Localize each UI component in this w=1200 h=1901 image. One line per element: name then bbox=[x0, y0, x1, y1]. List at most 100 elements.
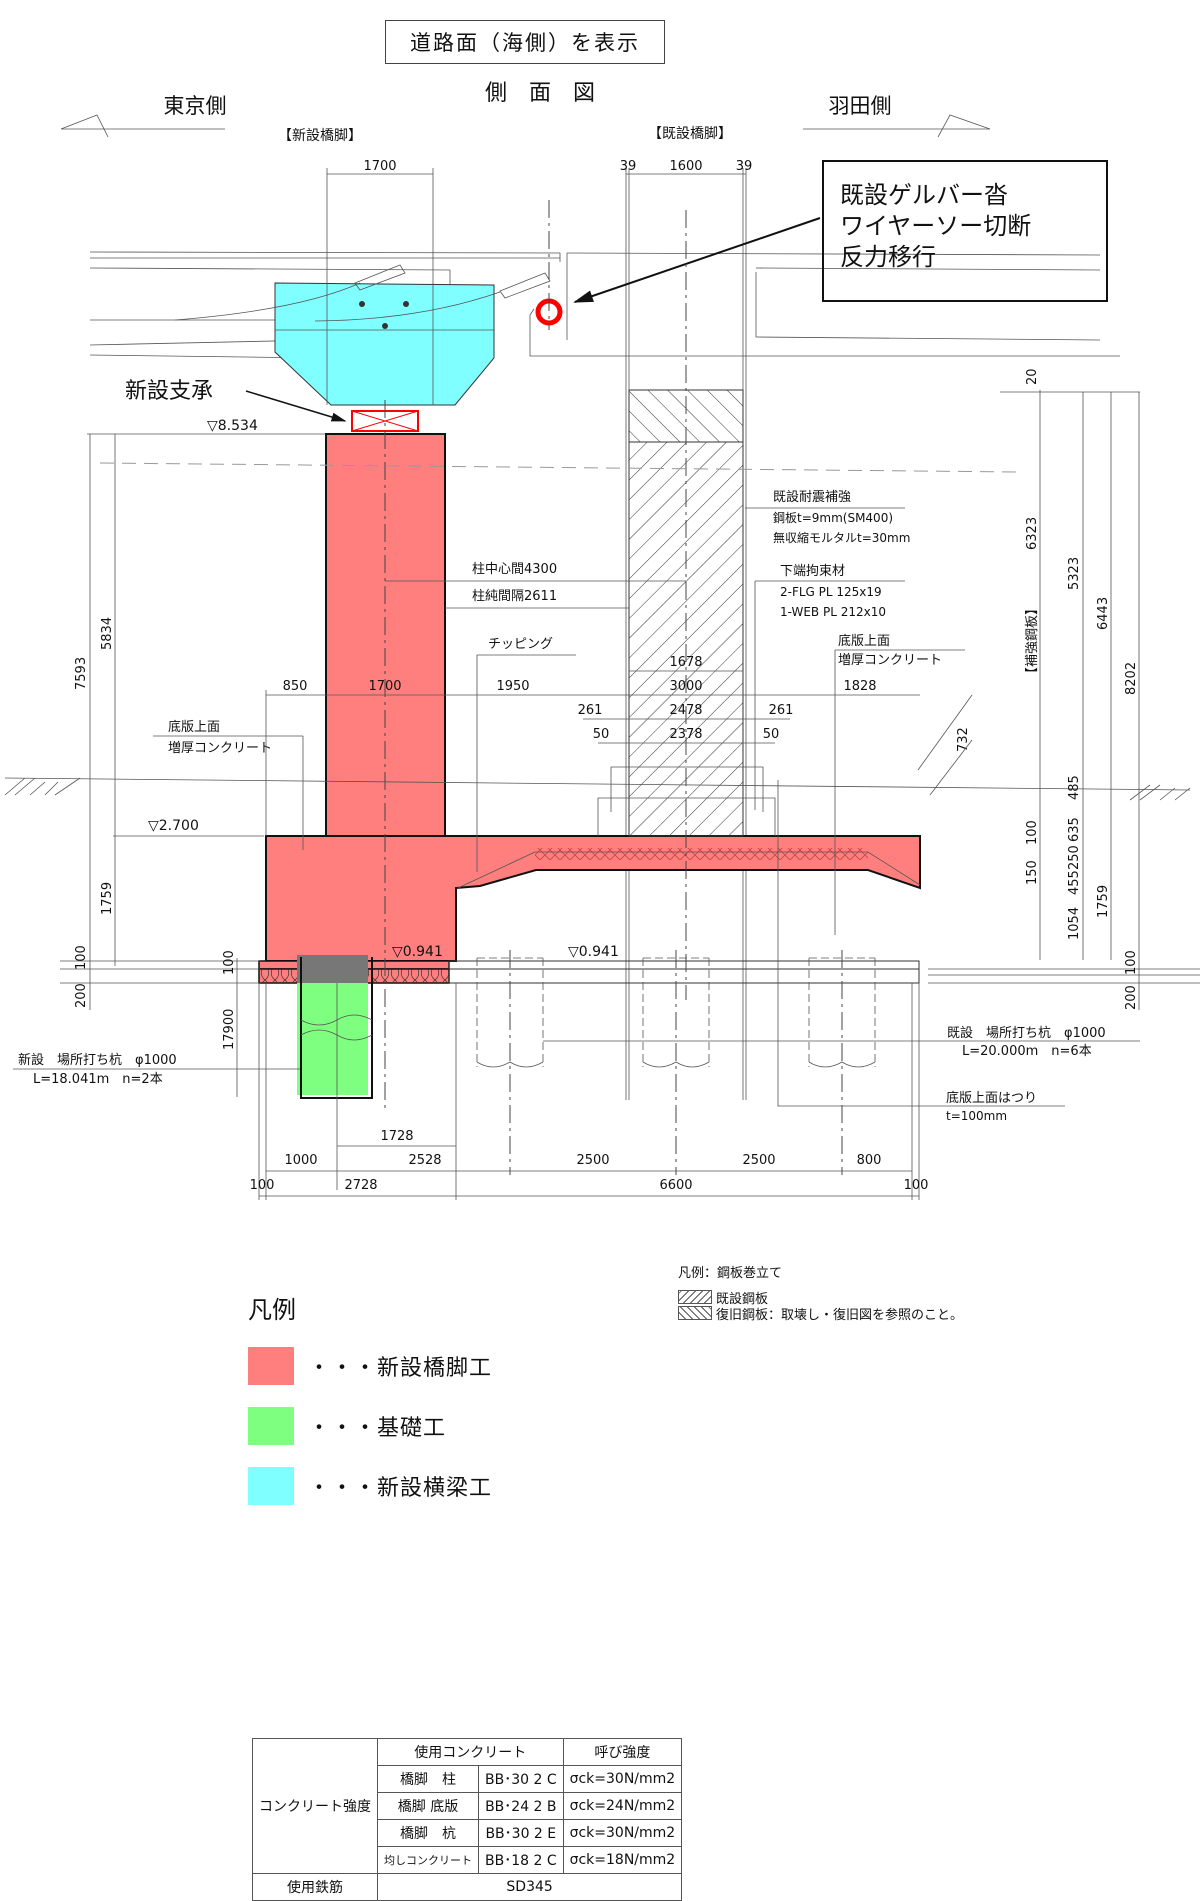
concrete-strength-table: コンクリート強度 使用コンクリート 呼び強度 橋脚 柱 BB･30 2 C σc… bbox=[252, 1738, 683, 1901]
svg-text:39: 39 bbox=[736, 159, 753, 174]
rebar-row: 使用鉄筋 SD345 bbox=[252, 1873, 683, 1901]
svg-text:底版上面はつり: 底版上面はつり bbox=[946, 1090, 1037, 1106]
svg-text:39: 39 bbox=[620, 159, 637, 174]
svg-text:1700: 1700 bbox=[363, 159, 396, 174]
dim-col-clear: 柱純間隔2611 bbox=[472, 589, 557, 604]
callout-arrow-gerber bbox=[573, 217, 821, 303]
svg-text:17900: 17900 bbox=[222, 1009, 237, 1050]
svg-text:100: 100 bbox=[1124, 950, 1139, 975]
svg-text:455: 455 bbox=[1067, 870, 1082, 895]
hatch-swatch-back bbox=[678, 1306, 712, 1320]
view-mode-label: 道路面（海側）を表示 bbox=[385, 20, 665, 64]
slab-top-note-left: 底版上面 増厚コンクリート bbox=[153, 719, 304, 850]
existing-pile-note: 既設 場所打ち杭 φ1000 L=20.000m n=6本 bbox=[543, 1025, 1140, 1059]
slab-chipping-note: 底版上面はつり t=100mm bbox=[777, 780, 1065, 1123]
svg-text:7593: 7593 bbox=[74, 657, 89, 690]
svg-text:下端拘束材: 下端拘束材 bbox=[780, 564, 845, 579]
elevation-base-right: ▽0.941 bbox=[568, 944, 619, 960]
dim-row-main: 850 1700 1950 1678 3000 2478 2378 261 26… bbox=[265, 655, 973, 836]
new-pile-note: 新設 場所打ち杭 φ1000 L=18.041m n=2本 bbox=[13, 1052, 300, 1087]
existing-pier-label: 【既設橋脚】 bbox=[648, 126, 732, 142]
svg-text:2378: 2378 bbox=[669, 727, 702, 742]
new-pier-label: 【新設橋脚】 bbox=[278, 128, 362, 144]
svg-text:485: 485 bbox=[1067, 775, 1082, 800]
hatch-legend: 凡例：鋼板巻立て 既設鋼板 復旧鋼板：取壊し・復旧図を参照のこと。 bbox=[678, 1262, 963, 1323]
tokyo-side-label: 東京側 bbox=[164, 94, 227, 118]
swatch-new-beam bbox=[248, 1467, 294, 1505]
svg-text:2478: 2478 bbox=[669, 703, 702, 718]
svg-text:6443: 6443 bbox=[1096, 597, 1111, 630]
hatch-swatch-forward bbox=[678, 1290, 712, 1304]
svg-text:1-WEB PL 212x10: 1-WEB PL 212x10 bbox=[780, 605, 886, 619]
svg-text:1700: 1700 bbox=[368, 679, 401, 694]
svg-text:20: 20 bbox=[1025, 368, 1040, 385]
svg-text:100: 100 bbox=[250, 1178, 275, 1193]
svg-text:6323: 6323 bbox=[1025, 517, 1040, 550]
svg-text:261: 261 bbox=[578, 703, 603, 718]
svg-text:635: 635 bbox=[1067, 817, 1082, 842]
top-dimension-new: 1700 bbox=[326, 159, 434, 300]
svg-text:L=18.041m n=2本: L=18.041m n=2本 bbox=[33, 1072, 163, 1087]
new-cross-beam bbox=[274, 282, 495, 406]
tokyo-direction-arrow bbox=[60, 114, 225, 138]
elevation-base-left: ▽0.941 bbox=[392, 944, 443, 960]
svg-text:底版上面: 底版上面 bbox=[838, 633, 890, 649]
svg-text:1759: 1759 bbox=[1096, 885, 1111, 918]
svg-text:1828: 1828 bbox=[843, 679, 876, 694]
svg-text:【補強鋼板】: 【補強鋼板】 bbox=[1025, 602, 1040, 680]
drawing-title: 側 面 図 bbox=[485, 81, 595, 106]
svg-text:50: 50 bbox=[593, 727, 610, 742]
svg-text:1728: 1728 bbox=[380, 1129, 413, 1144]
gerber-bearing-callout: 既設ゲルバー沓 ワイヤーソー切断 反力移行 bbox=[822, 160, 1108, 302]
svg-text:50: 50 bbox=[763, 727, 780, 742]
svg-text:2-FLG PL 125x19: 2-FLG PL 125x19 bbox=[780, 585, 882, 599]
color-legend: 凡例 ・・・新設橋脚工 ・・・基礎工 ・・・新設横梁工 bbox=[248, 1290, 492, 1527]
hatch-legend-restoration: 復旧鋼板：取壊し・復旧図を参照のこと。 bbox=[678, 1305, 963, 1323]
elevation-slab: ▽2.700 bbox=[148, 818, 199, 834]
chipping-label: チッピング bbox=[488, 637, 553, 652]
svg-text:無収縮モルタルt=30mm: 無収縮モルタルt=30mm bbox=[773, 530, 910, 545]
svg-text:250: 250 bbox=[1067, 845, 1082, 870]
legend-title: 凡例 bbox=[248, 1296, 296, 1324]
svg-text:既設耐震補強: 既設耐震補強 bbox=[773, 489, 851, 505]
svg-text:1678: 1678 bbox=[669, 655, 702, 670]
svg-text:増厚コンクリート: 増厚コンクリート bbox=[168, 741, 272, 756]
svg-text:850: 850 bbox=[283, 679, 308, 694]
svg-text:既設 場所打ち杭 φ1000: 既設 場所打ち杭 φ1000 bbox=[947, 1025, 1106, 1041]
svg-text:L=20.000m n=6本: L=20.000m n=6本 bbox=[962, 1044, 1092, 1059]
callout-line-2: ワイヤーソー切断 bbox=[840, 212, 1032, 240]
svg-text:1000: 1000 bbox=[284, 1153, 317, 1168]
table-row: 橋脚 柱 BB･30 2 C σck=30N/mm2 bbox=[253, 1765, 683, 1793]
girder-lines bbox=[89, 251, 1120, 359]
svg-text:2728: 2728 bbox=[344, 1178, 377, 1193]
svg-text:t=100mm: t=100mm bbox=[946, 1109, 1007, 1123]
seismic-reinforcement-note: 既設耐震補強 鋼板t=9mm(SM400) 無収縮モルタルt=30mm bbox=[745, 489, 910, 545]
dim-col-center: 柱中心間4300 bbox=[472, 562, 557, 577]
svg-text:増厚コンクリート: 増厚コンクリート bbox=[838, 653, 942, 668]
new-bearing-label: 新設支承 bbox=[125, 379, 213, 404]
svg-text:100: 100 bbox=[74, 945, 89, 970]
svg-text:800: 800 bbox=[857, 1153, 882, 1168]
bottom-restraint-note: 下端拘束材 2-FLG PL 125x19 1-WEB PL 212x10 bbox=[754, 564, 905, 810]
hatch-legend-existing: 既設鋼板 bbox=[678, 1289, 963, 1307]
svg-text:100: 100 bbox=[1025, 820, 1040, 845]
svg-text:5834: 5834 bbox=[100, 617, 115, 650]
svg-text:150: 150 bbox=[1025, 860, 1040, 885]
swatch-new-pier bbox=[248, 1347, 294, 1385]
hatch-legend-title: 凡例：鋼板巻立て bbox=[678, 1266, 783, 1281]
svg-text:100: 100 bbox=[222, 950, 237, 975]
svg-text:1600: 1600 bbox=[669, 159, 702, 174]
swatch-foundation bbox=[248, 1407, 294, 1445]
left-vertical-dims: 7593 5834 1759 100 200 100 17900 bbox=[60, 434, 260, 1097]
svg-text:200: 200 bbox=[1124, 985, 1139, 1010]
svg-text:261: 261 bbox=[769, 703, 794, 718]
right-vertical-dims: 20 6323 【補強鋼板】 5323 6443 8202 485 635 10… bbox=[1000, 368, 1140, 1010]
bottom-dims: 1728 1000 2528 2500 2500 800 100 2728 66… bbox=[250, 983, 928, 1200]
legend-item-new-beam: ・・・新設横梁工 bbox=[248, 1467, 492, 1505]
col-header-strength: 呼び強度 bbox=[562, 1738, 683, 1766]
svg-text:732: 732 bbox=[956, 727, 971, 752]
svg-text:3000: 3000 bbox=[669, 679, 702, 694]
svg-text:6600: 6600 bbox=[659, 1178, 692, 1193]
svg-text:底版上面: 底版上面 bbox=[168, 719, 220, 735]
